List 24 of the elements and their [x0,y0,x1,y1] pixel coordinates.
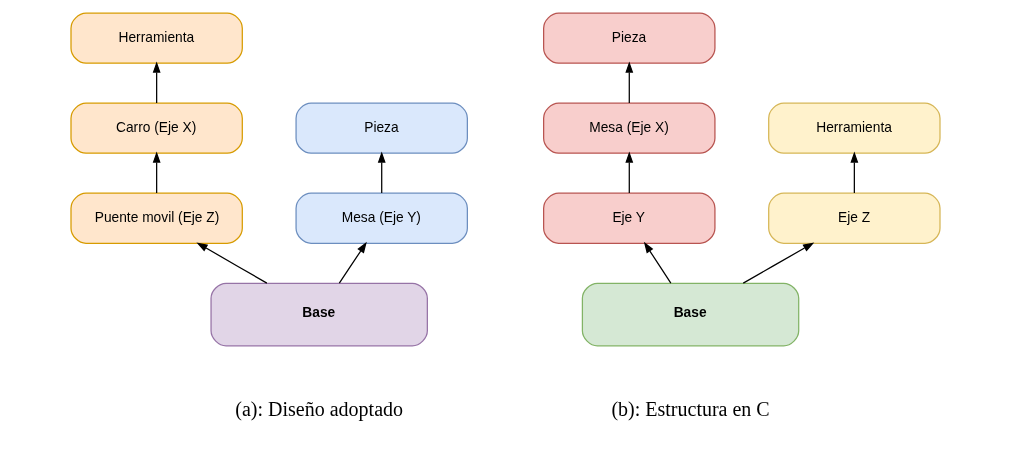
arrow [643,241,672,284]
node-box: Mesa (Eje X) [543,102,716,154]
arrow [625,61,634,104]
arrow [196,242,268,284]
node-box: Pieza [295,102,468,154]
label: (a): Diseño adoptado [235,397,404,420]
node-box: Mesa (Eje Y) [295,192,468,244]
node-box: Base [210,282,428,347]
node-box: Pieza [543,12,716,64]
label: (b): Estructura en C [611,397,770,420]
arrow [850,151,859,194]
node-box: Puente movil (Eje Z) [70,192,243,244]
arrow [152,151,161,194]
node-box: Eje Y [543,192,716,244]
arrow [152,61,161,104]
node-box: Herramienta [70,12,243,64]
arrow [625,151,634,194]
arrow [338,241,367,284]
arrow [377,151,386,194]
arrow [742,242,815,284]
node-box: Base [581,282,800,347]
node-box: Carro (Eje X) [70,102,243,154]
node-box: Herramienta [768,102,941,154]
node-box: Eje Z [768,192,941,244]
